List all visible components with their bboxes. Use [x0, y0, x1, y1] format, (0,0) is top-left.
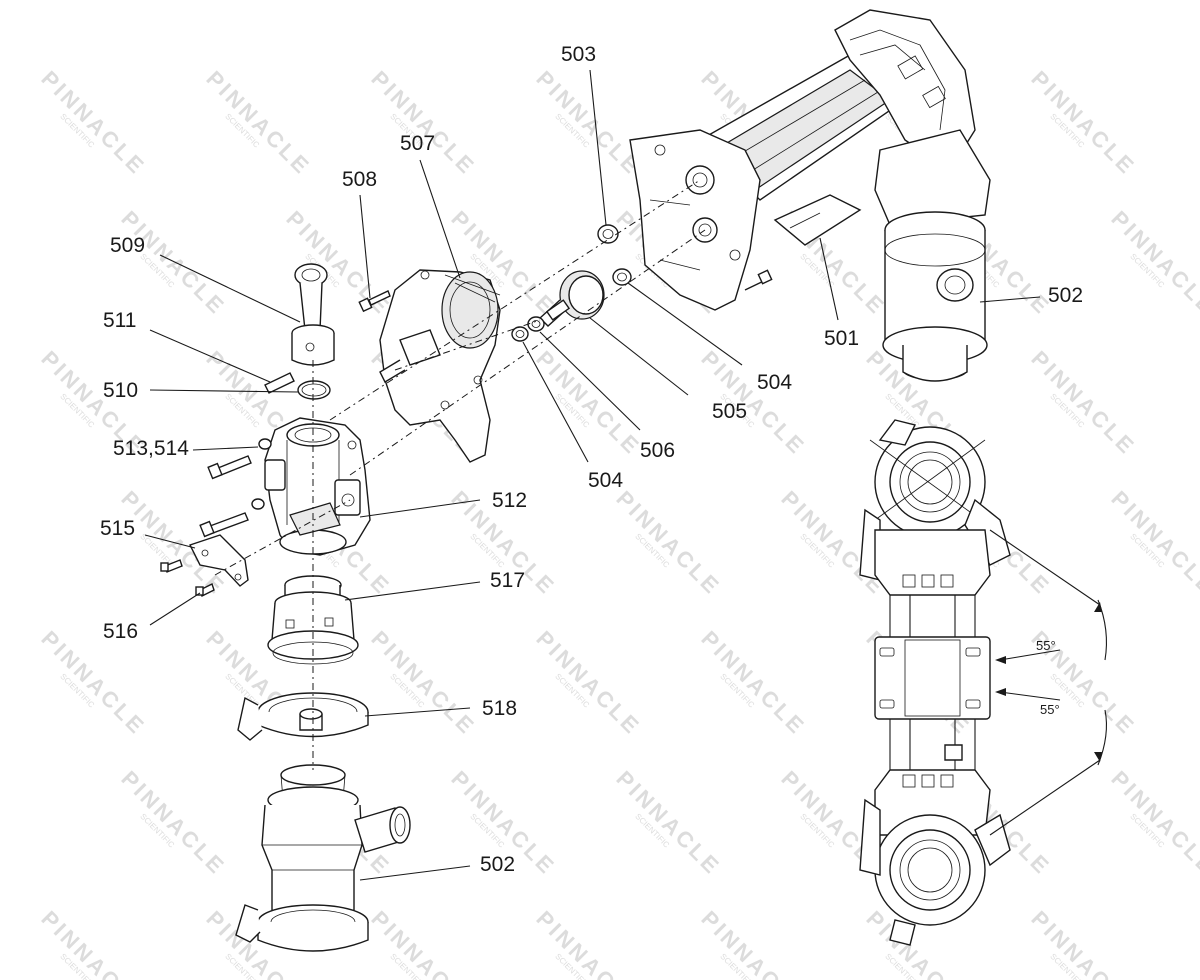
watermark-text: PINNACLE	[531, 906, 645, 980]
callout-515: 515	[100, 517, 135, 540]
watermark-text: PINNACLE	[366, 66, 480, 180]
top-view-assembly	[859, 419, 1107, 946]
watermark-text: PINNACLE	[36, 66, 150, 180]
pump-body-502-lower	[235, 764, 411, 952]
motor-housing-assembly	[629, 9, 991, 382]
bolt-508	[358, 290, 391, 313]
watermark-text: PINNACLE	[531, 346, 645, 460]
watermark-text: PINNACLE	[1026, 66, 1140, 180]
watermark-text: PINNACLE	[611, 766, 725, 880]
callout-507: 507	[400, 132, 435, 155]
bolt-513-514	[199, 438, 272, 538]
pin-511	[264, 372, 295, 394]
watermark-text: PINNACLE	[1026, 346, 1140, 460]
watermark-text: PINNACLE	[116, 206, 230, 320]
callout-516: 516	[103, 620, 138, 643]
callout-504-right: 504	[757, 371, 792, 394]
callout-501: 501	[824, 327, 859, 350]
watermark-text: PINNACLE	[696, 626, 810, 740]
watermark-text: PINNACLE	[531, 626, 645, 740]
callout-510: 510	[103, 379, 138, 402]
watermark-text: PINNACLE	[366, 906, 480, 980]
callout-502-lower: 502	[480, 853, 515, 876]
assembly-axis-lines	[214, 179, 706, 770]
watermark-text: PINNACLE	[1026, 906, 1140, 980]
callout-513-514: 513,514	[113, 437, 189, 460]
angle-label-bottom: 55°	[1040, 702, 1060, 717]
watermark-text: PINNACLE	[36, 906, 150, 980]
washer-504-right	[612, 268, 632, 286]
callout-506: 506	[640, 439, 675, 462]
o-ring-510	[297, 380, 331, 400]
watermark-text: PINNACLE	[281, 206, 395, 320]
watermark-text: PINNACLE	[1106, 766, 1200, 880]
callout-511: 511	[103, 309, 136, 332]
watermark-text: PINNACLE	[366, 626, 480, 740]
callout-505: 505	[712, 400, 747, 423]
callout-508: 508	[342, 168, 377, 191]
gearbox-507	[379, 269, 501, 463]
callout-517: 517	[490, 569, 525, 592]
callout-leaders	[144, 69, 1041, 881]
callout-502-upper: 502	[1048, 284, 1083, 307]
watermark-text: PINNACLE	[611, 486, 725, 600]
angle-label-top: 55°	[1036, 638, 1056, 653]
washer-504-left	[511, 326, 529, 342]
callout-509: 509	[110, 234, 145, 257]
piston-rod-509	[291, 263, 335, 366]
watermark-text: PINNACLE	[1106, 206, 1200, 320]
watermark-text: PINNACLE	[201, 66, 315, 180]
watermark-text: PINNACLE	[696, 906, 810, 980]
callout-518: 518	[482, 697, 517, 720]
watermark-text: PINNACLE	[531, 66, 645, 180]
callout-512: 512	[492, 489, 527, 512]
callout-503: 503	[561, 43, 596, 66]
callout-504-left: 504	[588, 469, 623, 492]
screw-516	[195, 583, 215, 597]
cylinder-body-512	[264, 417, 371, 556]
watermark-text: PINNACLE	[1106, 486, 1200, 600]
washer-503	[597, 224, 619, 244]
washer-506	[527, 316, 545, 332]
bracket-515	[160, 534, 249, 587]
watermark-text: PINNACLE	[116, 766, 230, 880]
clamp-518	[237, 692, 369, 741]
